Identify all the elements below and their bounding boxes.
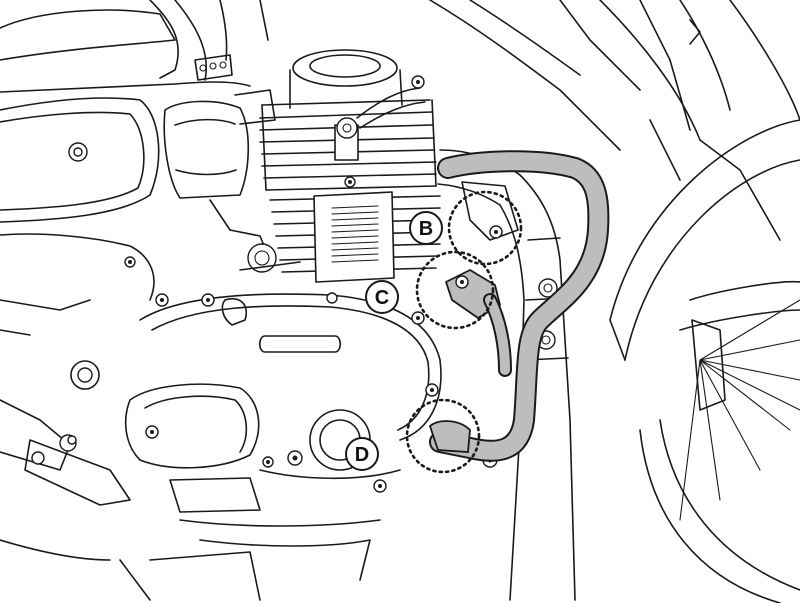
side-cover (0, 97, 160, 301)
front-wheel (609, 119, 800, 603)
callout-d: D (345, 437, 379, 471)
callout-c-label: C (375, 287, 389, 309)
callout-d-label: D (355, 444, 369, 466)
barcode (331, 205, 379, 263)
crash-bar (428, 150, 610, 462)
label-plate (313, 191, 395, 283)
frame (429, 0, 800, 241)
footpeg (0, 299, 131, 506)
mount-point-highlights (405, 190, 523, 474)
highlight-ring-b (447, 190, 523, 266)
highlight-ring-d (405, 398, 481, 474)
highlight-ring-c (415, 250, 495, 330)
crash-bar-fill (431, 152, 608, 460)
fuel-tank (0, 0, 269, 93)
callout-b-label: B (419, 218, 433, 240)
callout-b: B (409, 211, 443, 245)
carburettor-area (163, 89, 301, 273)
wheel-spokes (679, 299, 800, 521)
callout-c: C (365, 280, 399, 314)
